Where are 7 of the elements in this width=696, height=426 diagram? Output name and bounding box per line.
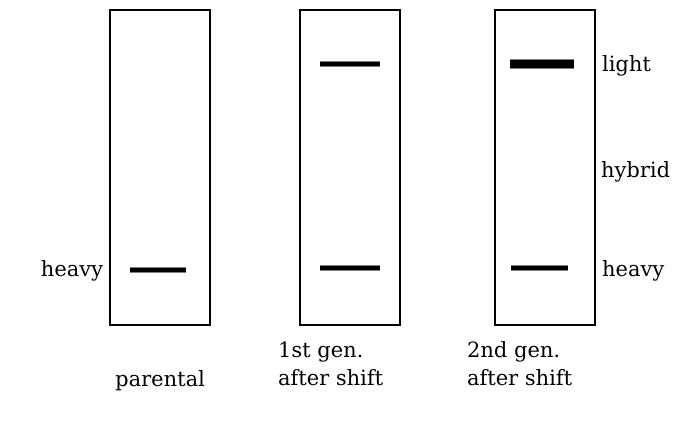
sample-label: parental (114, 366, 206, 393)
band-label: heavy (602, 256, 664, 283)
sample-label: 2nd gen. after shift (467, 337, 574, 392)
band-label: hybrid (601, 157, 670, 184)
sample-label: 1st gen. after shift (278, 337, 384, 392)
band-label: light (602, 51, 651, 78)
band-label: heavy (40, 256, 103, 283)
